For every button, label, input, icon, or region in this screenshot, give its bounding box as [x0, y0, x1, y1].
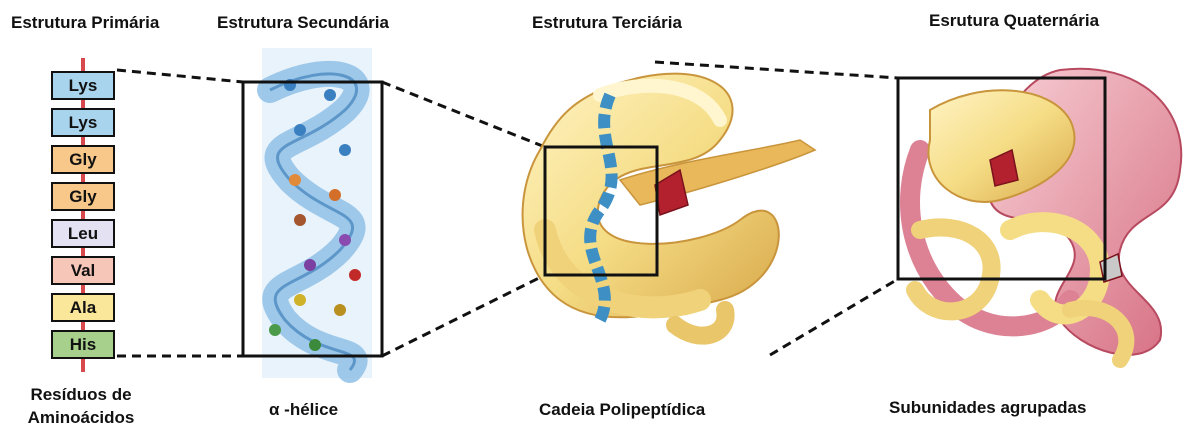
caption-alpha-helix: α -hélice [269, 400, 338, 420]
connector-line [382, 275, 545, 356]
residue-box: Gly [51, 182, 115, 211]
residue-box: Lys [51, 71, 115, 100]
caption-grouped-subunits: Subunidades agrupadas [889, 398, 1086, 418]
connector-line [382, 82, 545, 147]
caption-polypeptide-chain: Cadeia Polipeptídica [539, 400, 705, 420]
residue-box: Lys [51, 108, 115, 137]
residue-box: Gly [51, 145, 115, 174]
residue-box: His [51, 330, 115, 359]
quaternary-assembly-illustration [910, 69, 1181, 360]
residue-box: Ala [51, 293, 115, 322]
caption-primary-line1: Resíduos de [22, 385, 140, 405]
alpha-helix-illustration [262, 48, 372, 378]
tertiary-fold-illustration [523, 74, 815, 336]
caption-primary-line2: Aminoácidos [15, 408, 147, 428]
connector-line [770, 279, 898, 355]
residue-box: Val [51, 256, 115, 285]
residue-box: Leu [51, 219, 115, 248]
connector-line [117, 70, 243, 82]
